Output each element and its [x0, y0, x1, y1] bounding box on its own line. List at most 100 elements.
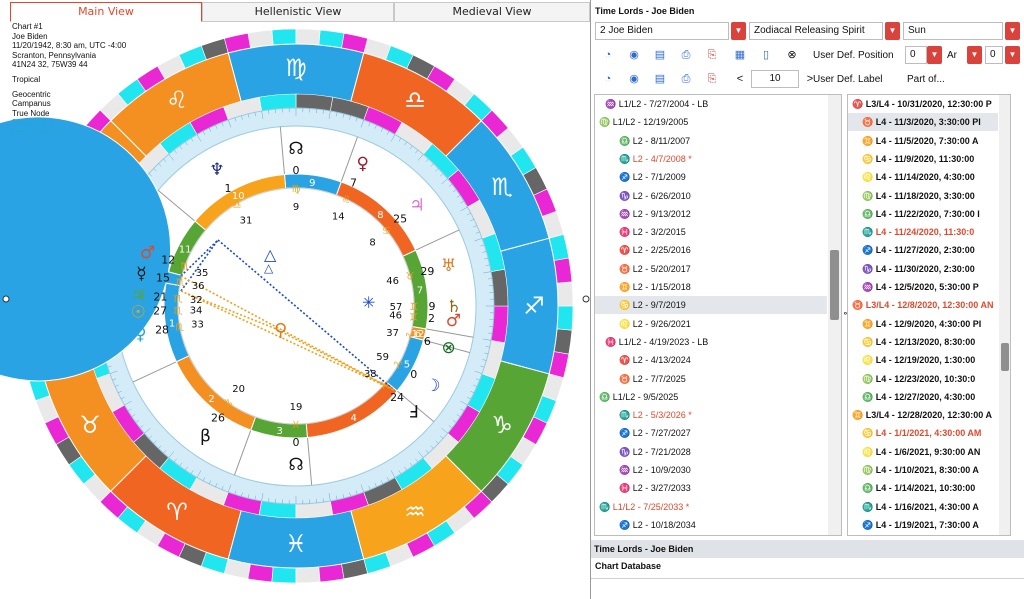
period-row[interactable]: ♐ L2 - 10/18/2034	[619, 519, 696, 530]
period-row[interactable]: ♐ L4 - 11/27/2020, 2:30:00	[862, 245, 975, 256]
eye-icon[interactable]: ◉	[629, 73, 639, 85]
period-row[interactable]: ♍ L4 - 1/10/2021, 8:30:00 A	[862, 465, 979, 475]
planet-degree: 2	[428, 312, 435, 325]
document-icon[interactable]: ▤	[654, 49, 666, 61]
planet-glyph: ⊗	[441, 338, 455, 358]
period-row[interactable]: ♍ L1/L2 - 12/19/2005	[599, 117, 689, 128]
period-row[interactable]: ♏ L4 - 1/16/2021, 4:30:00 A	[862, 501, 979, 512]
nav-prev-button[interactable]: <	[736, 73, 744, 85]
period-row[interactable]: ♐ L2 - 7/1/2009	[619, 172, 686, 183]
period-row[interactable]: ♌ L4 - 12/19/2020, 1:30:00	[862, 355, 976, 366]
planet-degree: 7	[350, 177, 357, 190]
user-def-position-unit: Ar	[947, 50, 957, 61]
degree-chevron-icon[interactable]: ▼	[927, 46, 942, 64]
lot-select[interactable]: Sun	[903, 22, 1003, 40]
period-row[interactable]: ♋ L4 - 12/13/2020, 8:30:00	[862, 336, 976, 347]
technique-select[interactable]: Zodiacal Releasing Spirit	[749, 22, 883, 40]
print-icon[interactable]: ⎙	[681, 49, 691, 61]
l3-l4-periods-list[interactable]: ♈ L3/L4 - 10/31/2020, 12:30:00 P ♉ L4 - 1…	[847, 94, 1011, 536]
wheel-icon[interactable]: ◔	[604, 49, 612, 61]
technique-select-chevron-icon[interactable]: ▼	[885, 22, 900, 40]
period-row[interactable]: ♑ L2 - 7/21/2028	[619, 446, 691, 457]
period-row[interactable]: ♍ L4 - 11/18/2020, 3:30:00	[862, 190, 975, 201]
period-row[interactable]: ♈ L2 - 2/25/2016	[619, 245, 691, 256]
period-row[interactable]: ♍ L4 - 12/23/2020, 10:30:0	[862, 373, 976, 384]
user-def-position-degree[interactable]: 0	[905, 46, 927, 64]
tab-main-view[interactable]: Main View	[10, 2, 202, 22]
period-row[interactable]: ♓ L2 - 3/2/2015	[619, 227, 686, 238]
count-field[interactable]: 10	[751, 70, 799, 88]
degree-tick	[336, 495, 338, 500]
period-row[interactable]: ♉ L2 - 5/20/2017	[619, 263, 691, 274]
period-row[interactable]: ♎ L1/L2 - 9/5/2025	[599, 391, 679, 402]
period-row[interactable]: ♊ L4 - 11/5/2020, 7:30:00 A	[862, 135, 979, 146]
period-row[interactable]: ♌ L4 - 1/6/2021, 9:30:00 AN	[862, 446, 981, 457]
period-row[interactable]: ♋ L4 - 1/1/2021, 4:30:00 AM	[862, 428, 982, 439]
period-row[interactable]: ♉ L3/L4 - 12/8/2020, 12:30:00 AN	[852, 300, 994, 311]
period-row[interactable]: ♐ L4 - 1/19/2021, 7:30:00 A	[862, 519, 979, 530]
degree-tick	[336, 112, 338, 117]
period-row[interactable]: ♎ L4 - 12/27/2020, 4:30:00	[862, 391, 976, 402]
period-row[interactable]: ♈ L2 - 4/13/2024	[619, 355, 691, 366]
eye-icon[interactable]: ◉	[629, 49, 639, 61]
user-def-position-minute[interactable]: 0	[985, 46, 1003, 64]
period-row[interactable]: ♓ L2 - 3/27/2033	[619, 483, 691, 494]
degree-tick	[484, 352, 489, 355]
pdf-icon[interactable]: ⎘	[707, 49, 717, 61]
view-tabs: Main View Hellenistic View Medieval View	[10, 0, 590, 22]
period-row[interactable]: ♒ L1/L2 - 7/27/2004 - LB	[605, 99, 709, 109]
degree-tick	[349, 115, 351, 120]
period-row[interactable]: ♒ L2 - 9/13/2012	[619, 208, 691, 219]
period-row[interactable]: ♊ L2 - 1/15/2018	[619, 282, 691, 292]
period-row[interactable]: ♊ L4 - 12/9/2020, 4:30:00 PI	[862, 318, 982, 329]
natal-chart-wheel[interactable]: ♍♌♋♊♉♈♓♒♑♐♏♎123456789101112△△✳⚲☊0♍9♀7♌14…	[0, 22, 590, 599]
unit-chevron-icon[interactable]: ▼	[967, 46, 982, 64]
period-row[interactable]: ♒ L2 - 10/9/2030	[619, 465, 691, 475]
period-row[interactable]: ♑ L2 - 6/26/2010	[619, 190, 691, 201]
period-row[interactable]: ♌ L2 - 9/26/2021	[619, 318, 691, 329]
period-row[interactable]: ♑ L4 - 11/30/2020, 2:30:00	[862, 263, 975, 274]
l1-l2-periods-list[interactable]: ♒ L1/L2 - 7/27/2004 - LB ♍ L1/L2 - 12/19/…	[594, 94, 842, 536]
tab-hellenistic-view[interactable]: Hellenistic View	[202, 2, 394, 22]
planet-minutes: 33	[191, 319, 204, 330]
period-row[interactable]: ♏ L4 - 11/24/2020, 11:30:0	[862, 227, 975, 238]
chart-info-line: Geocentric	[12, 89, 51, 99]
minute-chevron-icon[interactable]: ▼	[1005, 46, 1020, 64]
period-row[interactable]: ♏ L2 - 5/3/2026 *	[619, 410, 692, 421]
period-row[interactable]: ♈ L3/L4 - 10/31/2020, 12:30:00 P	[852, 99, 992, 109]
left-list-scrollbar[interactable]	[828, 95, 841, 535]
period-row[interactable]: ♎ L4 - 1/14/2021, 10:30:00	[862, 483, 976, 494]
period-row[interactable]: ♋ L4 - 11/9/2020, 11:30:00	[862, 153, 975, 164]
chart-database-label[interactable]: Chart Database	[595, 561, 662, 571]
period-row[interactable]: ♌ L4 - 11/14/2020, 4:30:00	[862, 172, 975, 183]
globe-icon[interactable]: ⊗	[787, 49, 797, 61]
period-row[interactable]: ♏ L2 - 4/7/2008 *	[619, 153, 692, 164]
lot-select-chevron-icon[interactable]: ▼	[1005, 22, 1020, 40]
user-def-label-value[interactable]: Part of...	[907, 74, 945, 85]
chart-info-line: Tropical	[12, 74, 41, 84]
chart-select[interactable]: 2 Joe Biden	[595, 22, 729, 40]
left-list-scroll-thumb[interactable]	[830, 250, 839, 320]
period-row[interactable]: ♊ L3/L4 - 12/28/2020, 12:30:00 A	[852, 410, 992, 421]
document-icon[interactable]: ▤	[654, 73, 666, 85]
right-list-scroll-thumb[interactable]	[1001, 343, 1009, 371]
period-row[interactable]: ♋ L2 - 9/7/2019	[595, 296, 827, 315]
right-list-scrollbar[interactable]	[999, 95, 1010, 535]
wheel-icon[interactable]: ◔	[604, 73, 612, 85]
pdf-icon[interactable]: ⎘	[707, 73, 717, 85]
period-row[interactable]: ♒ L4 - 12/5/2020, 5:30:00 P	[862, 282, 979, 292]
print-icon[interactable]: ⎙	[681, 73, 691, 85]
period-row[interactable]: ♓ L1/L2 - 4/19/2023 - LB	[605, 336, 709, 347]
period-row[interactable]: ♎ L4 - 11/22/2020, 7:30:00 I	[862, 208, 980, 219]
period-row[interactable]: ♎ L2 - 8/11/2007	[619, 135, 691, 146]
period-row[interactable]: ♉ L4 - 11/3/2020, 3:30:00 PI	[848, 113, 998, 132]
tab-medieval-view[interactable]: Medieval View	[394, 2, 590, 22]
splitter-handle[interactable]: ⚬	[842, 309, 849, 318]
calendar-icon[interactable]: ▦	[734, 49, 746, 61]
period-row[interactable]: ♉ L2 - 7/7/2025	[619, 373, 686, 384]
period-row[interactable]: ♐ L2 - 7/27/2027	[619, 428, 691, 439]
page-icon[interactable]: ▯	[762, 49, 770, 61]
nav-next-button[interactable]: >	[806, 73, 814, 85]
chart-select-chevron-icon[interactable]: ▼	[731, 22, 746, 40]
period-row[interactable]: ♏ L1/L2 - 7/25/2033 *	[599, 501, 690, 512]
